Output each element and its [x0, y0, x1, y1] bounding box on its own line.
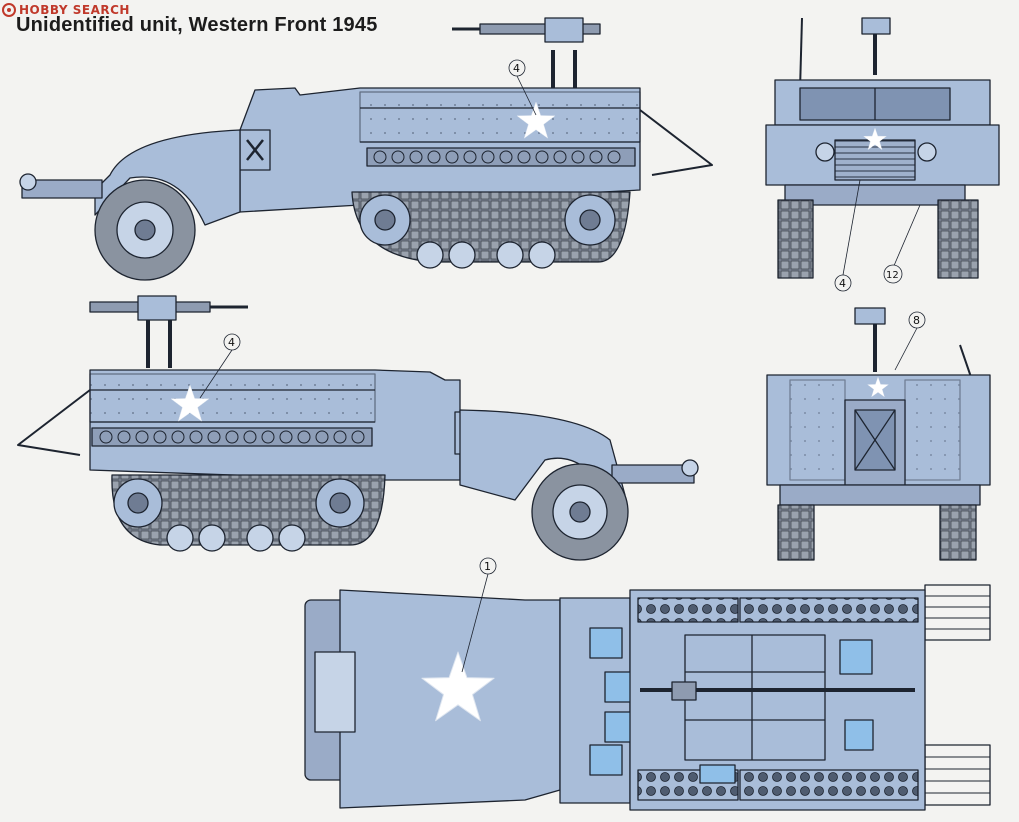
top-view: [304, 557, 991, 811]
callout-4-side-right: 4: [228, 336, 235, 349]
callout-1-top: 1: [484, 560, 491, 573]
front-view: [765, 17, 1000, 292]
logo-text: HOBBY SEARCH: [19, 3, 130, 17]
callout-4-side-left: 4: [513, 62, 520, 75]
logo-icon: [2, 3, 16, 17]
page-title: Unidentified unit, Western Front 1945: [16, 14, 378, 36]
side-view-right: [17, 295, 699, 561]
callout-8-rear: 8: [913, 314, 920, 327]
side-view-left: [19, 17, 713, 281]
callout-12-front: 12: [886, 270, 899, 281]
callout-4-front: 4: [839, 277, 846, 290]
rear-view: [766, 307, 991, 561]
hobby-search-logo: HOBBY SEARCH: [2, 2, 130, 18]
